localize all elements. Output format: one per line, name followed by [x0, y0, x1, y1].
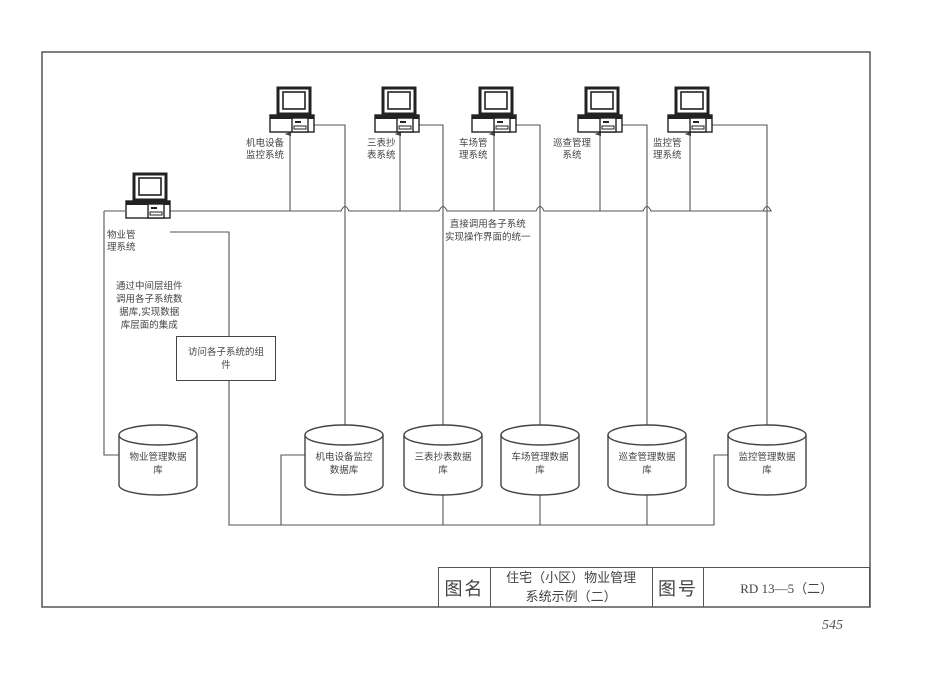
db-link-patrol: [622, 124, 648, 425]
db-link-mech: [314, 124, 346, 425]
main-system-label: 物业管理系统: [107, 230, 136, 253]
main-to-component-link: [170, 231, 230, 336]
database-meter: [403, 424, 483, 496]
workstation-icon-parking: [470, 86, 518, 134]
workstation-icon-monitor: [666, 86, 714, 134]
database-label-monitor: 监控管理数据库: [738, 452, 796, 476]
db-bus-riser-mech: [280, 454, 305, 525]
database-patrol: [607, 424, 687, 496]
db-link-monitor: [712, 124, 768, 425]
component-box: 访问各子系统的组 件: [176, 336, 276, 381]
ui-integration-note: 直接调用各子系统 实现操作界面的统一: [445, 219, 531, 243]
subsystem-label-mech: 机电设备监控系统: [246, 138, 285, 161]
db-integration-note: 通过中间层组件 调用各子系统数 据库,实现数据 库层面的集成: [116, 281, 183, 331]
page-number: 545: [822, 618, 843, 633]
db-link-meter: [419, 124, 444, 425]
database-label-parking: 车场管理数据库: [511, 452, 569, 476]
workstation-icon-mech: [268, 86, 316, 134]
subsystem-label-monitor: 监控管理系统: [653, 138, 682, 161]
database-label-meter: 三表抄表数据库: [414, 452, 472, 476]
database-mech: [304, 424, 384, 496]
database-label-mech: 机电设备监控数据库: [315, 452, 373, 476]
main-db-link: [103, 211, 119, 456]
subsystem-label-patrol: 巡查管理系统: [553, 138, 592, 161]
db-link-parking: [516, 124, 541, 425]
database-label-patrol: 巡查管理数据库: [618, 452, 676, 476]
workstation-icon-patrol: [576, 86, 624, 134]
title-name-key: 图名: [439, 568, 491, 607]
workstation-icon-meter: [373, 86, 421, 134]
drawing-frame: [41, 51, 871, 608]
title-number-value: RD 13—5（二）: [704, 568, 870, 607]
subsystem-label-parking: 车场管理系统: [459, 138, 488, 161]
database-main: [118, 424, 198, 496]
database-label-main: 物业管理数据库: [129, 452, 187, 476]
database-parking: [500, 424, 580, 496]
title-name-value: 住宅（小区）物业管理 系统示例（二）: [491, 568, 653, 607]
title-number-key: 图号: [653, 568, 705, 607]
title-block: 图名 住宅（小区）物业管理 系统示例（二） 图号 RD 13—5（二）: [438, 567, 870, 607]
database-monitor: [727, 424, 807, 496]
subsystem-label-meter: 三表抄表系统: [367, 138, 396, 161]
db-integration-bus: [228, 381, 728, 526]
main-system-workstation-icon: [124, 172, 172, 220]
ui-integration-bus: [170, 205, 772, 212]
